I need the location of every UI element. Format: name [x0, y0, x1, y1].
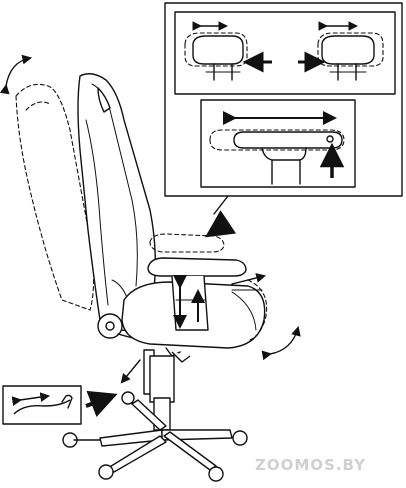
watermark: ZOOMOS.BY [254, 456, 366, 474]
chair-base [62, 347, 248, 482]
armrest-width-panel [200, 99, 356, 188]
armrest-slide-panel [174, 11, 396, 95]
armrest-side-arrow [231, 273, 267, 291]
reclined-backrest-outline [15, 83, 95, 311]
swivel-rotation-arrow [261, 325, 301, 361]
lever-callout-arrow [120, 359, 141, 384]
armrest-detail-inset [164, 2, 403, 215]
armrest [147, 210, 247, 331]
recline-rotation-arrow [0, 54, 33, 95]
height-lever-inset [2, 385, 118, 425]
